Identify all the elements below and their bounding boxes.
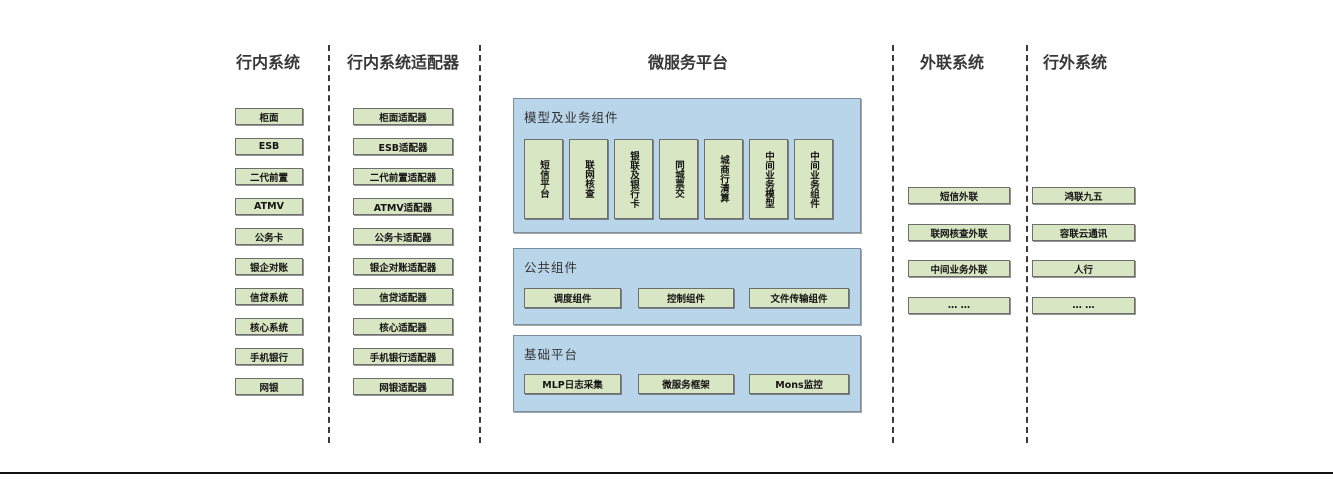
outside-system-box: 人行 <box>1032 260 1135 277</box>
panel-title: 基础平台 <box>524 347 579 362</box>
header-outside-systems: 行外系统 <box>1042 53 1107 72</box>
column-separator <box>328 45 330 443</box>
bottom-divider <box>0 472 1333 474</box>
column-separator <box>1026 45 1028 443</box>
system-box: ATMV <box>235 198 303 215</box>
adapter-box: 二代前置适配器 <box>353 168 453 185</box>
outside-system-box: 容联云通讯 <box>1032 224 1135 241</box>
adapter-box: 公务卡适配器 <box>353 228 453 245</box>
adapter-box: 柜面适配器 <box>353 108 453 125</box>
column-separator <box>892 45 894 443</box>
component-box: 调度组件 <box>524 288 621 308</box>
component-box: 中间业务模型 <box>749 139 788 219</box>
system-box: 手机银行 <box>235 348 303 365</box>
component-box: 文件传输组件 <box>749 288 849 308</box>
system-box: 公务卡 <box>235 228 303 245</box>
component-box: 同城票交 <box>659 139 698 219</box>
header-microservice-platform: 微服务平台 <box>647 53 728 72</box>
component-box: 银联及银行卡 <box>614 139 653 219</box>
external-link-box: 中间业务外联 <box>908 260 1010 277</box>
adapter-box: 核心适配器 <box>353 318 453 335</box>
panel-title: 公共组件 <box>524 260 579 275</box>
system-box: 网银 <box>235 378 303 395</box>
external-link-box: 短信外联 <box>908 187 1010 204</box>
system-box: 信贷系统 <box>235 288 303 305</box>
header-internal-systems: 行内系统 <box>235 53 300 72</box>
system-box: ESB <box>235 138 303 155</box>
adapter-box: 银企对账适配器 <box>353 258 453 275</box>
adapter-box: 手机银行适配器 <box>353 348 453 365</box>
panel-title: 模型及业务组件 <box>524 110 619 125</box>
system-box: 柜面 <box>235 108 303 125</box>
component-box: 控制组件 <box>638 288 734 308</box>
external-link-box: … … <box>908 297 1010 314</box>
system-box: 二代前置 <box>235 168 303 185</box>
outside-system-box: … … <box>1032 297 1135 314</box>
panel-common-components: 公共组件 调度组件 控制组件 文件传输组件 <box>513 248 861 325</box>
header-internal-adapters: 行内系统适配器 <box>346 53 459 72</box>
system-box: 核心系统 <box>235 318 303 335</box>
system-box: 银企对账 <box>235 258 303 275</box>
adapter-box: 网银适配器 <box>353 378 453 395</box>
panel-base-platform: 基础平台 MLP日志采集 微服务框架 Mons监控 <box>513 335 861 412</box>
column-separator <box>479 45 481 443</box>
panel-model-business-components: 模型及业务组件 短信平台 联网核查 银联及银行卡 同城票交 城商行清算 中间业务… <box>513 98 861 233</box>
component-box: Mons监控 <box>749 374 849 394</box>
adapter-box: ATMV适配器 <box>353 198 453 215</box>
adapter-box: ESB适配器 <box>353 138 453 155</box>
component-box: 城商行清算 <box>704 139 743 219</box>
component-box: 中间业务组件 <box>794 139 833 219</box>
component-box: 短信平台 <box>524 139 563 219</box>
adapter-box: 信贷适配器 <box>353 288 453 305</box>
external-link-box: 联网核查外联 <box>908 224 1010 241</box>
component-box: 联网核查 <box>569 139 608 219</box>
component-box: 微服务框架 <box>638 374 734 394</box>
component-box: MLP日志采集 <box>524 374 621 394</box>
outside-system-box: 鸿联九五 <box>1032 187 1135 204</box>
header-external-link-systems: 外联系统 <box>919 53 984 72</box>
